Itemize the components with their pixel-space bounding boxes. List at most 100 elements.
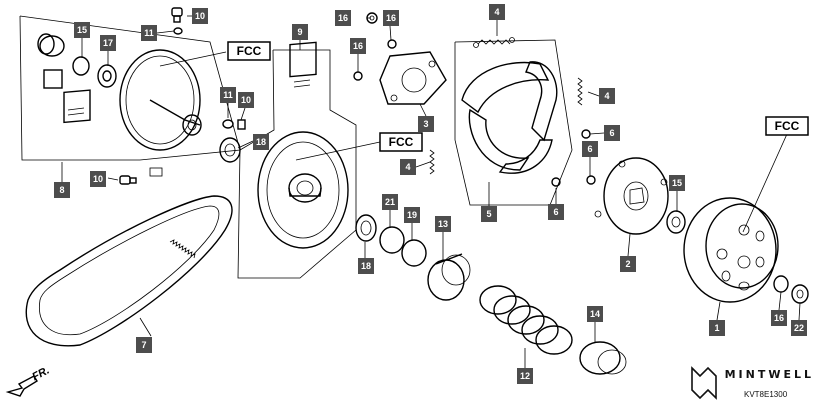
svg-text:6: 6 xyxy=(553,207,558,217)
label-10-bottom: 10 xyxy=(90,171,106,187)
part-seal-21b xyxy=(355,214,377,242)
svg-text:14: 14 xyxy=(590,309,600,319)
part-nut-6b xyxy=(586,175,596,185)
svg-text:8: 8 xyxy=(59,185,64,195)
label-4-left: 4 xyxy=(400,159,416,175)
svg-text:19: 19 xyxy=(407,210,417,220)
part-drive-belt-7 xyxy=(25,195,233,347)
svg-text:16: 16 xyxy=(338,13,348,23)
label-9: 9 xyxy=(292,24,308,40)
mintwell-logo-icon xyxy=(691,366,717,400)
label-6-b: 6 xyxy=(582,141,598,157)
fcc-leader-2 xyxy=(295,141,381,161)
svg-text:4: 4 xyxy=(405,162,410,172)
label-18-c: 16 xyxy=(350,38,366,54)
part-o-ring-22 xyxy=(401,239,427,267)
label-17: 15 xyxy=(74,22,90,38)
part-nut-11-top xyxy=(173,27,183,35)
group-8-frame xyxy=(19,15,140,161)
drawing-code: KVT8E1300 xyxy=(744,390,788,399)
part-spring-4-top xyxy=(473,37,515,48)
label-21-top: 18 xyxy=(253,134,269,150)
svg-text:11: 11 xyxy=(144,28,154,38)
part-collar-13 xyxy=(427,253,471,301)
svg-text:17: 17 xyxy=(103,38,113,48)
group-5-frame xyxy=(454,39,573,206)
svg-text:16: 16 xyxy=(353,41,363,51)
part-needle-bearing xyxy=(37,33,65,89)
part-collar-14 xyxy=(579,341,627,375)
svg-text:10: 10 xyxy=(93,174,103,184)
label-24: 22 xyxy=(791,320,807,336)
svg-text:4: 4 xyxy=(494,7,499,17)
part-bearing-19 xyxy=(97,64,117,88)
part-washer-16 xyxy=(773,275,789,293)
svg-text:6: 6 xyxy=(609,128,614,138)
svg-text:15: 15 xyxy=(672,178,682,188)
svg-text:FCC: FCC xyxy=(775,119,800,133)
part-drive-face xyxy=(119,49,202,151)
part-nut-6a xyxy=(581,129,591,139)
label-23: 21 xyxy=(382,194,398,210)
label-11-top: 11 xyxy=(141,25,157,41)
part-nut-24 xyxy=(791,284,809,304)
part-nut-6c xyxy=(551,177,561,187)
part-spring-4-left xyxy=(429,149,435,175)
svg-text:11: 11 xyxy=(223,90,233,100)
svg-text:18: 18 xyxy=(256,137,266,147)
label-4-top: 4 xyxy=(489,4,505,20)
label-3: 3 xyxy=(418,116,434,132)
part-oil-seal-21a xyxy=(219,137,241,163)
label-18-a: 16 xyxy=(335,10,351,26)
label-12: 12 xyxy=(517,368,533,384)
part-spring-4-right xyxy=(577,77,583,106)
svg-text:2: 2 xyxy=(625,259,630,269)
svg-text:6: 6 xyxy=(587,144,592,154)
label-15: 15 xyxy=(669,175,685,191)
part-drive-plate-2 xyxy=(594,157,669,235)
brand-name: MINTWELL xyxy=(724,368,814,381)
fcc-label-1: FCC xyxy=(227,41,271,61)
label-5: 5 xyxy=(481,206,497,222)
part-plate-3 xyxy=(379,51,447,105)
label-16: 16 xyxy=(771,310,787,326)
svg-text:15: 15 xyxy=(77,25,87,35)
fcc-label-2: FCC xyxy=(379,132,423,152)
label-13: 13 xyxy=(435,216,451,232)
svg-text:10: 10 xyxy=(241,95,251,105)
label-19: 17 xyxy=(100,35,116,51)
leader-lines xyxy=(61,15,801,368)
label-18-b: 16 xyxy=(383,10,399,26)
instruction-sheet-9 xyxy=(289,41,317,88)
part-clutch-shoes xyxy=(461,61,558,174)
svg-text:3: 3 xyxy=(423,119,428,129)
svg-text:7: 7 xyxy=(141,340,146,350)
label-2: 2 xyxy=(620,256,636,272)
svg-text:12: 12 xyxy=(520,371,530,381)
part-washer-11 xyxy=(222,119,234,129)
label-22: 19 xyxy=(404,207,420,223)
part-clip xyxy=(149,167,163,177)
label-6-c: 6 xyxy=(548,204,564,220)
part-washer-17 xyxy=(72,56,90,76)
group-9-frame xyxy=(237,49,357,279)
svg-text:22: 22 xyxy=(794,323,804,333)
part-nut-18b xyxy=(387,39,397,49)
part-o-ring-23 xyxy=(379,226,405,254)
svg-text:13: 13 xyxy=(438,219,448,229)
svg-text:21: 21 xyxy=(385,197,395,207)
part-nut-18c xyxy=(353,71,363,81)
fcc-label-3: FCC xyxy=(765,116,809,136)
svg-text:1: 1 xyxy=(714,323,719,333)
label-6-a: 6 xyxy=(604,125,620,141)
svg-text:FCC: FCC xyxy=(389,135,414,149)
fcc-leader-1 xyxy=(159,51,227,67)
part-nut-15 xyxy=(666,210,686,234)
fcc-leader-3 xyxy=(742,133,788,233)
part-pin-10 xyxy=(237,119,246,130)
part-bolt-10-top xyxy=(171,7,183,23)
part-driven-face xyxy=(257,131,349,249)
label-10-top: 10 xyxy=(192,8,208,24)
label-4-right: 4 xyxy=(599,88,615,104)
